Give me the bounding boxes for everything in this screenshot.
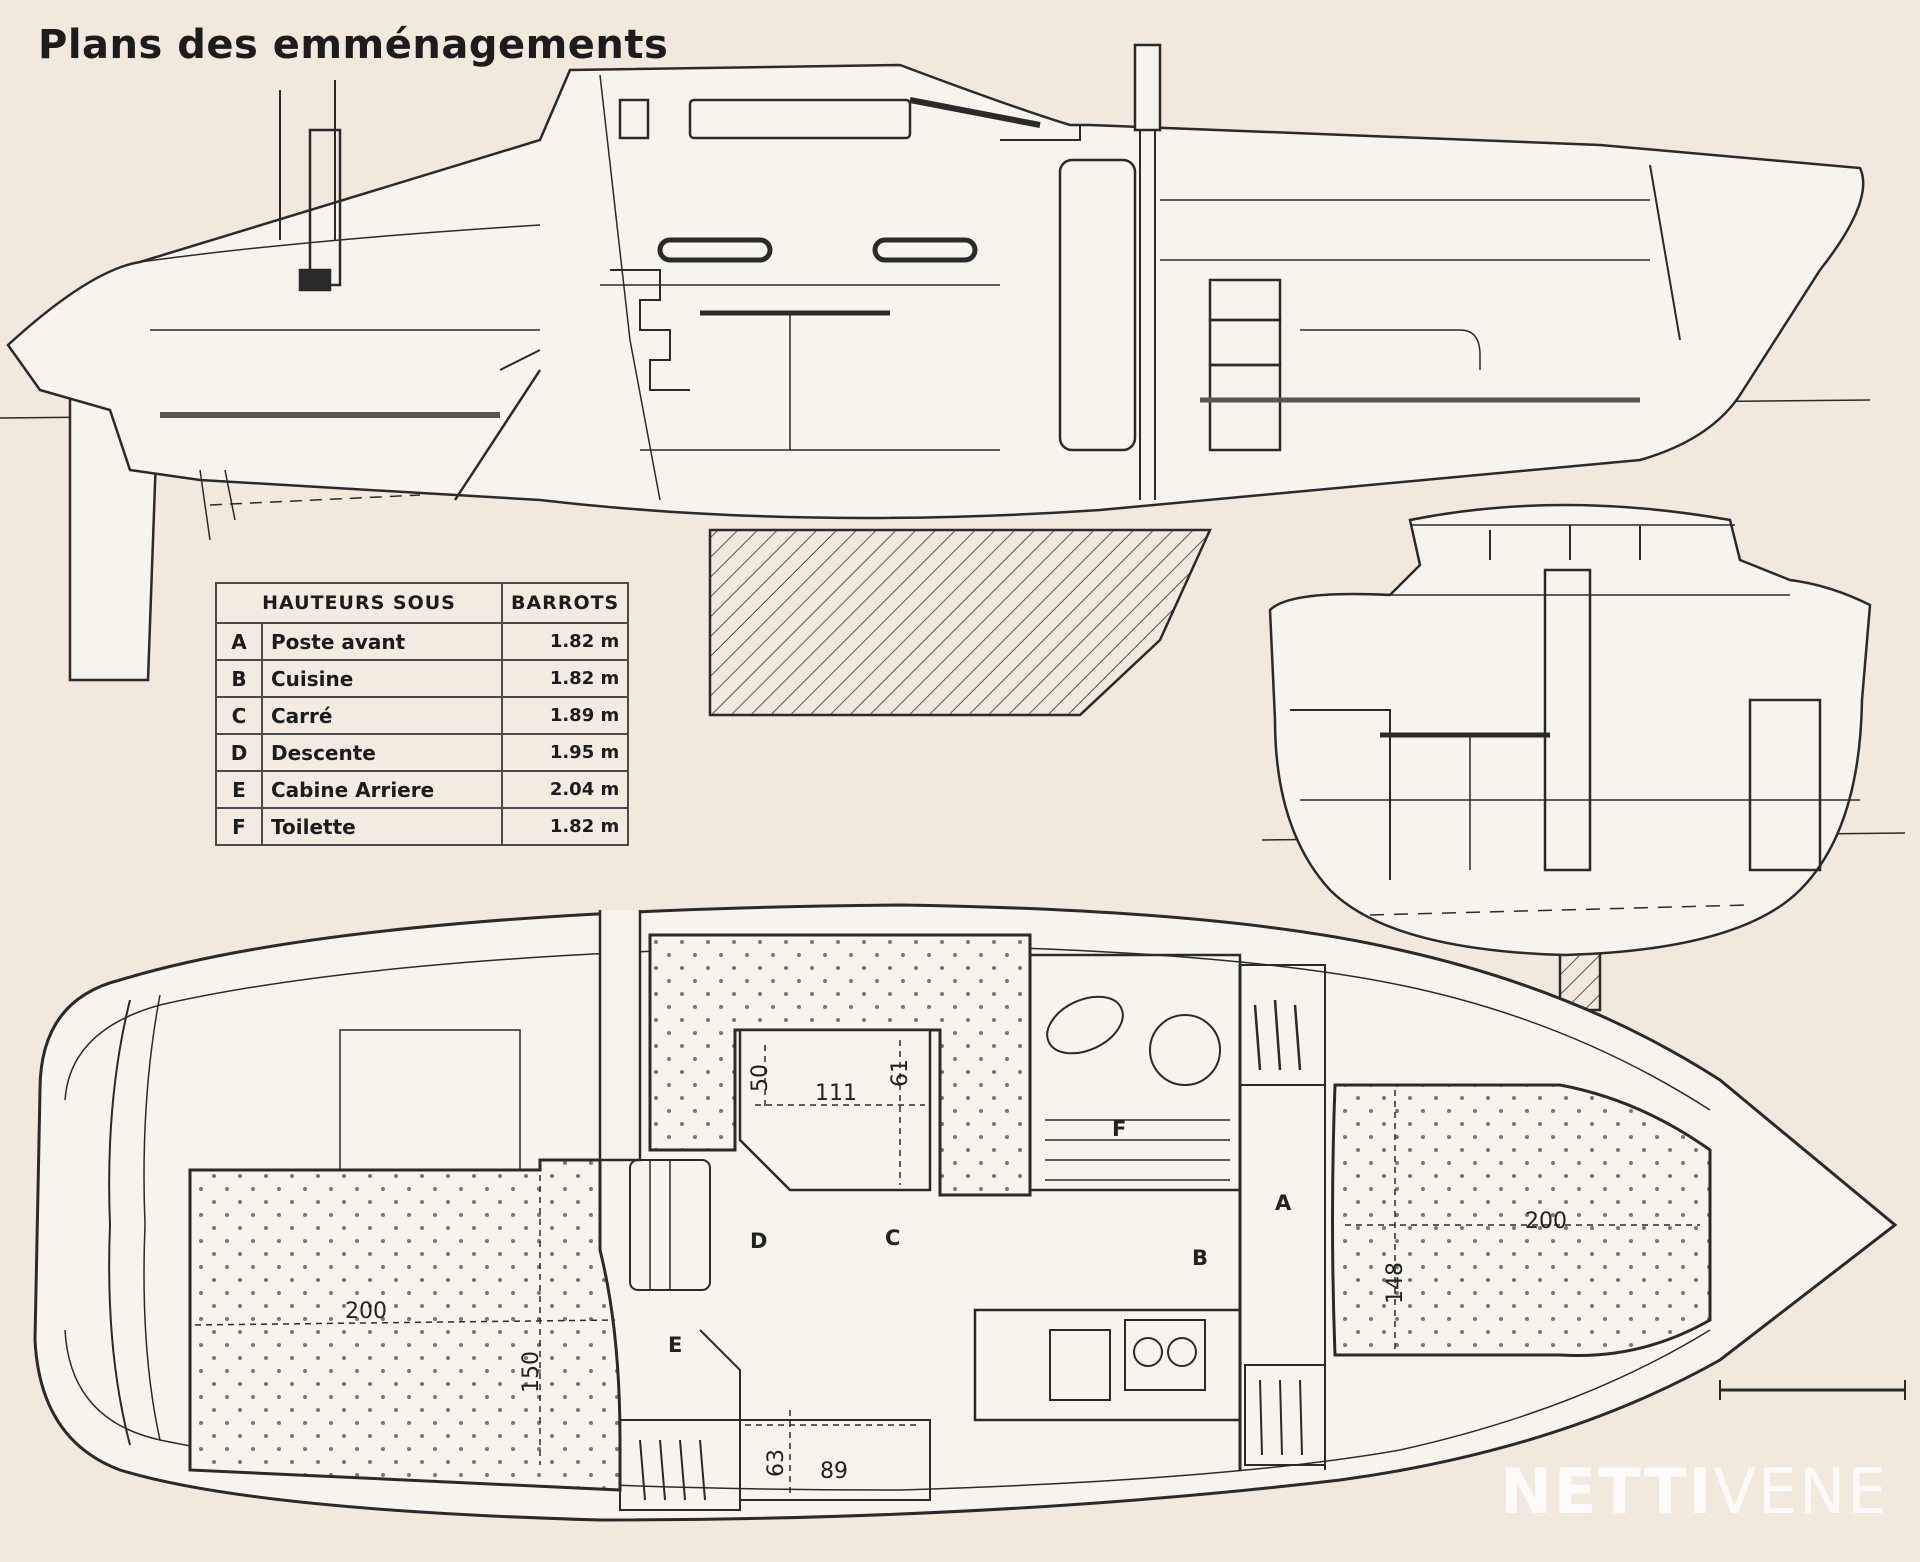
dim-vberth-length: 200 [1525, 1209, 1567, 1234]
table-row: C Carré 1.89 m [215, 696, 630, 735]
porthole-fwd [872, 237, 978, 263]
row-letter: C [215, 696, 263, 735]
dim-vberth-width: 148 [1383, 1262, 1408, 1304]
headroom-table-header: HAUTEURS SOUS BARROTS [215, 582, 630, 624]
table-row: F Toilette 1.82 m [215, 807, 630, 846]
section-post [1543, 568, 1592, 872]
row-room: Descente [261, 733, 503, 772]
header-left: HAUTEURS SOUS [215, 582, 503, 624]
v-berth [1331, 1083, 1712, 1358]
dim-saloon-table-a: 50 [748, 1064, 773, 1092]
row-letter: A [215, 622, 263, 661]
cross-section [1261, 503, 1906, 1012]
row-height: 1.82 m [500, 622, 630, 661]
bulkhead-door [1058, 158, 1137, 452]
side-profile [0, 43, 1871, 717]
galley-sink [1049, 1329, 1111, 1401]
zone-label-e: E [668, 1333, 682, 1357]
row-letter: E [215, 770, 263, 809]
deck-plan [33, 903, 1906, 1522]
row-room: Cuisine [261, 659, 503, 698]
table-row: E Cabine Arriere 2.04 m [215, 770, 630, 809]
header-right: BARROTS [500, 582, 630, 624]
row-height: 1.95 m [500, 733, 630, 772]
hatch-window [618, 98, 650, 140]
watermark-part2: VENE [1713, 1455, 1889, 1528]
zone-label-b: B [1192, 1246, 1208, 1270]
row-room: Toilette [261, 807, 503, 846]
dim-galley-depth: 63 [764, 1449, 789, 1477]
saloon-table [738, 1028, 932, 1192]
row-height: 2.04 m [500, 770, 630, 809]
keel [708, 528, 1212, 717]
row-room: Cabine Arriere [261, 770, 503, 809]
row-height: 1.82 m [500, 659, 630, 698]
zone-label-f: F [1112, 1117, 1126, 1141]
section-locker [1748, 698, 1822, 872]
dim-galley-width: 89 [820, 1459, 848, 1484]
row-room: Poste avant [261, 622, 503, 661]
zone-label-a: A [1275, 1191, 1292, 1215]
hull-profile [6, 63, 1865, 520]
dim-saloon-table-width: 111 [815, 1081, 857, 1106]
cabin-window [688, 98, 912, 140]
row-letter: B [215, 659, 263, 698]
zone-label-c: C [885, 1226, 900, 1250]
watermark-logo: NETTIVENE [1500, 1455, 1888, 1528]
hull-section [1268, 503, 1872, 957]
dimension-lines [194, 1040, 1700, 1495]
porthole-aft [657, 237, 773, 263]
zone-label-d: D [750, 1229, 767, 1253]
row-height: 1.82 m [500, 807, 630, 846]
row-height: 1.89 m [500, 696, 630, 735]
table-row: B Cuisine 1.82 m [215, 659, 630, 698]
dim-saloon-table-b: 61 [888, 1059, 913, 1087]
row-room: Carré [261, 696, 503, 735]
mast-stub [1133, 43, 1162, 132]
table-row: D Descente 1.95 m [215, 733, 630, 772]
row-letter: F [215, 807, 263, 846]
washbasin [1046, 995, 1124, 1055]
dim-aft-berth-width: 150 [519, 1351, 544, 1393]
table-row: A Poste avant 1.82 m [215, 622, 630, 661]
galley-stove [1124, 1319, 1206, 1391]
toilet-bowl [1149, 1014, 1221, 1086]
headroom-table: HAUTEURS SOUS BARROTS A Poste avant 1.82… [215, 582, 630, 846]
dim-aft-berth-length: 200 [345, 1299, 387, 1324]
row-letter: D [215, 733, 263, 772]
galley-counter [973, 1308, 1242, 1422]
watermark-part1: NETTI [1500, 1455, 1714, 1528]
page-title: Plans des emménagements [38, 22, 669, 68]
